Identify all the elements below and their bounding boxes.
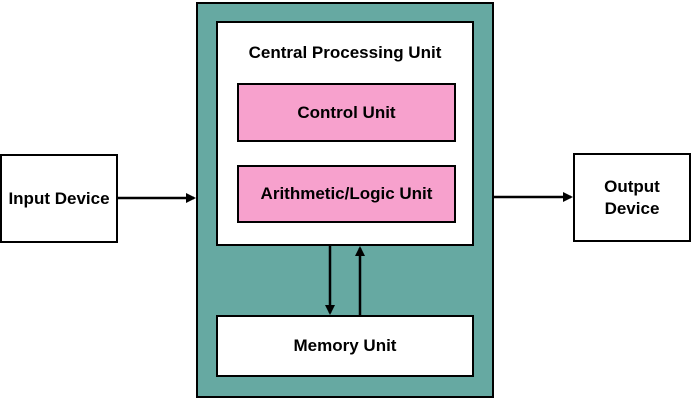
memory-unit-label: Memory Unit xyxy=(293,336,397,355)
alu-label: Arithmetic/Logic Unit xyxy=(260,184,433,203)
cpu-title: Central Processing Unit xyxy=(248,43,442,62)
input-device-box: Input Device xyxy=(0,154,118,243)
input-device-label: Input Device xyxy=(8,188,110,208)
output-device-label: Output Device xyxy=(604,176,660,218)
memory-unit-box: Memory Unit xyxy=(216,315,474,377)
control-unit-box: Control Unit xyxy=(237,83,456,142)
output-device-box: Output Device xyxy=(573,153,691,242)
control-unit-label: Control Unit xyxy=(297,102,396,122)
alu-box: Arithmetic/Logic Unit xyxy=(237,165,456,223)
